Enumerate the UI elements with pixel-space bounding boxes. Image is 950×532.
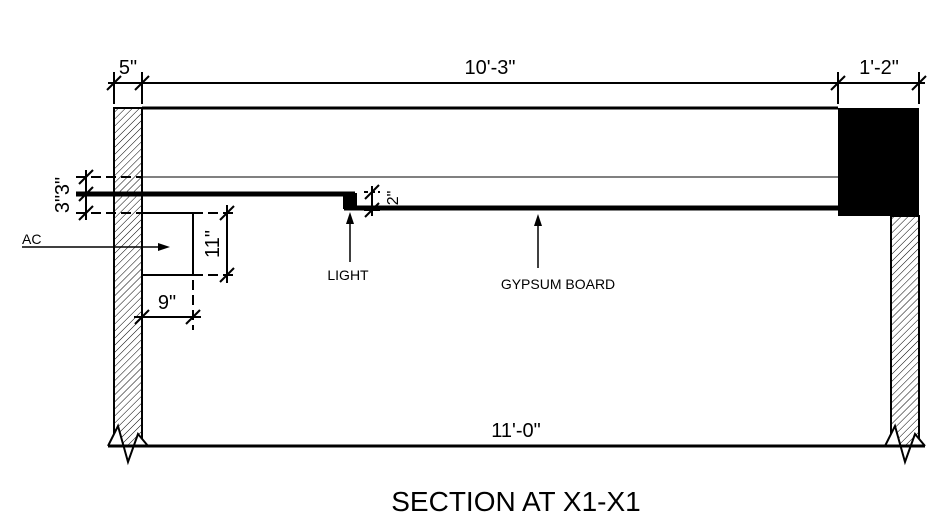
overall-width-text: 11'-0" <box>491 420 540 442</box>
ac-label: AC <box>22 231 41 247</box>
left-wall <box>107 107 149 466</box>
room-width-dimension-text: 10'-3" <box>465 57 516 79</box>
ceiling-drop-upper-text: 3" <box>52 195 74 213</box>
ceiling-drop-dimension <box>76 169 142 221</box>
light-offset-dimension <box>364 184 380 218</box>
duct-height-dimension <box>193 205 237 283</box>
left-wall-dimension-text: 5" <box>119 57 137 79</box>
light-label: LIGHT <box>327 267 369 283</box>
right-wall <box>884 215 926 466</box>
light-offset-text: 2" <box>385 191 402 206</box>
gypsum-board-label: GYPSUM BOARD <box>501 276 615 292</box>
right-block-dimension-text: 1'-2" <box>859 57 899 79</box>
ceiling-drop-lower-text: 3" <box>52 177 74 195</box>
gypsum-arrow <box>534 214 542 268</box>
duct-width-dimension <box>134 280 201 330</box>
light-fixture <box>343 193 357 209</box>
top-dimension-line <box>106 72 927 104</box>
ac-duct <box>142 212 194 276</box>
duct-height-text: 11" <box>202 230 224 258</box>
light-arrow <box>346 212 354 262</box>
duct-width-text: 9" <box>158 292 176 314</box>
ac-arrow <box>22 243 170 251</box>
drawing-title: SECTION AT X1-X1 <box>391 486 640 517</box>
beam-block <box>838 108 919 216</box>
